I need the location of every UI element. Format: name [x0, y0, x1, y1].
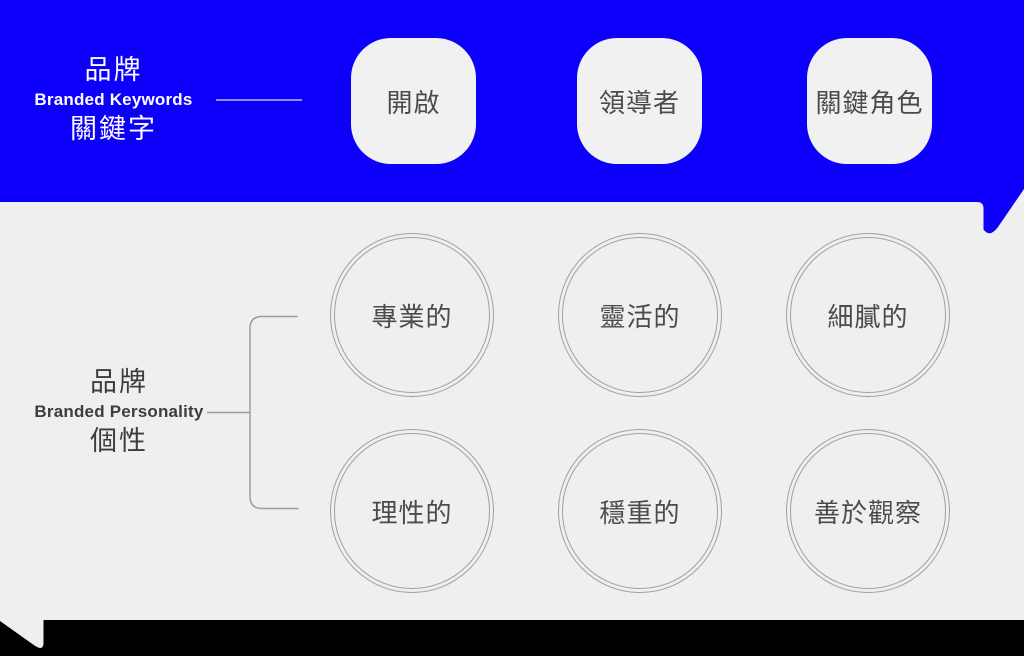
trait-label: 理性的	[371, 497, 453, 528]
trait-circle-inner-ring	[334, 237, 490, 393]
trait-circle-inner-ring	[790, 237, 946, 393]
keywords-connector-line	[216, 99, 302, 101]
keyword-card-key-role: 關鍵角色	[807, 38, 932, 164]
personality-label-en: Branded Personality	[34, 402, 204, 421]
personality-section-tail	[0, 617, 44, 648]
trait-circle-inner-ring	[562, 237, 718, 393]
keyword-card-label: 關鍵角色	[815, 87, 924, 118]
keywords-label-zh-bottom: 關鍵字	[70, 114, 157, 144]
trait-circle-inner-ring	[334, 433, 490, 589]
keywords-label-zh-top: 品牌	[84, 55, 143, 85]
personality-label-zh-bottom: 個性	[90, 426, 148, 456]
trait-circle-inner-ring	[562, 433, 718, 589]
bottom-section-strip	[0, 620, 1024, 656]
keywords-section-label: 品牌 Branded Keywords 關鍵字	[26, 53, 201, 146]
keyword-card-label: 領導者	[598, 87, 680, 118]
trait-circle-flexible: 靈活的	[558, 233, 722, 397]
trait-circle-professional: 專業的	[330, 233, 494, 397]
trait-circle-observant: 善於觀察	[786, 429, 950, 593]
keyword-card-open: 開啟	[351, 38, 476, 164]
trait-label: 靈活的	[599, 301, 681, 332]
trait-circle-rational: 理性的	[330, 429, 494, 593]
keywords-section-background	[0, 0, 1024, 234]
trait-label: 細膩的	[827, 301, 909, 332]
trait-label: 善於觀察	[813, 497, 922, 528]
personality-label-zh-top: 品牌	[90, 367, 148, 397]
trait-label: 專業的	[371, 301, 453, 332]
trait-circle-inner-ring	[790, 433, 946, 589]
keywords-label-en: Branded Keywords	[34, 90, 193, 109]
trait-label: 穩重的	[599, 497, 681, 528]
trait-circle-delicate: 細膩的	[786, 233, 950, 397]
personality-section-label: 品牌 Branded Personality 個性	[29, 365, 209, 458]
trait-circle-steady: 穩重的	[558, 429, 722, 593]
keyword-card-leader: 領導者	[577, 38, 702, 164]
keyword-card-label: 開啟	[386, 87, 441, 118]
